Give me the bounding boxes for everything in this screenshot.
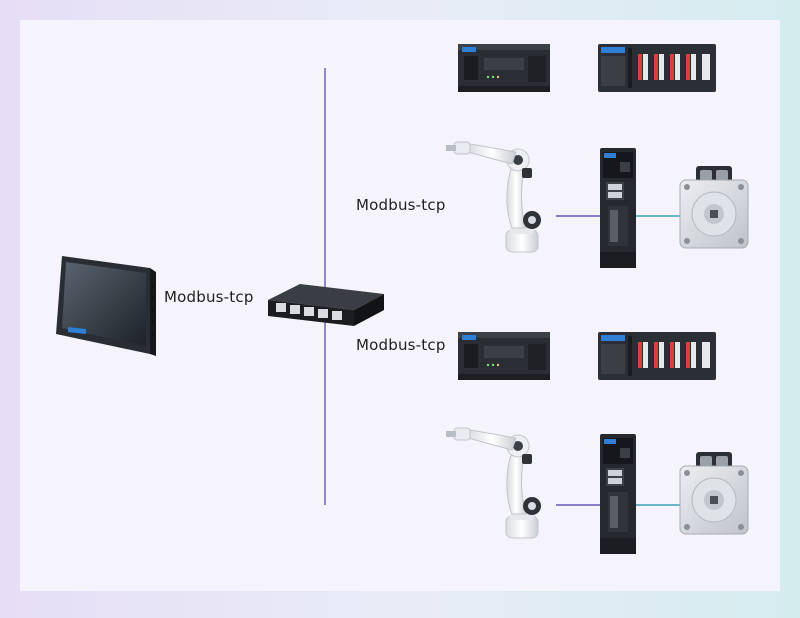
branch-upper-label: Modbus-tcp [356,196,446,214]
hmi-touchscreen [56,256,156,356]
remote-io-module-2 [598,332,716,380]
servo-drive-1 [600,148,636,268]
plc-controller-2 [458,332,550,380]
servo-drive-2 [600,434,636,554]
plc-controller-1 [458,44,550,92]
ethernet-switch [268,284,384,326]
branch-lower-label: Modbus-tcp [356,336,446,354]
hmi-link-label: Modbus-tcp [164,288,254,306]
remote-io-module-1 [598,44,716,92]
connection-lines [146,67,680,506]
